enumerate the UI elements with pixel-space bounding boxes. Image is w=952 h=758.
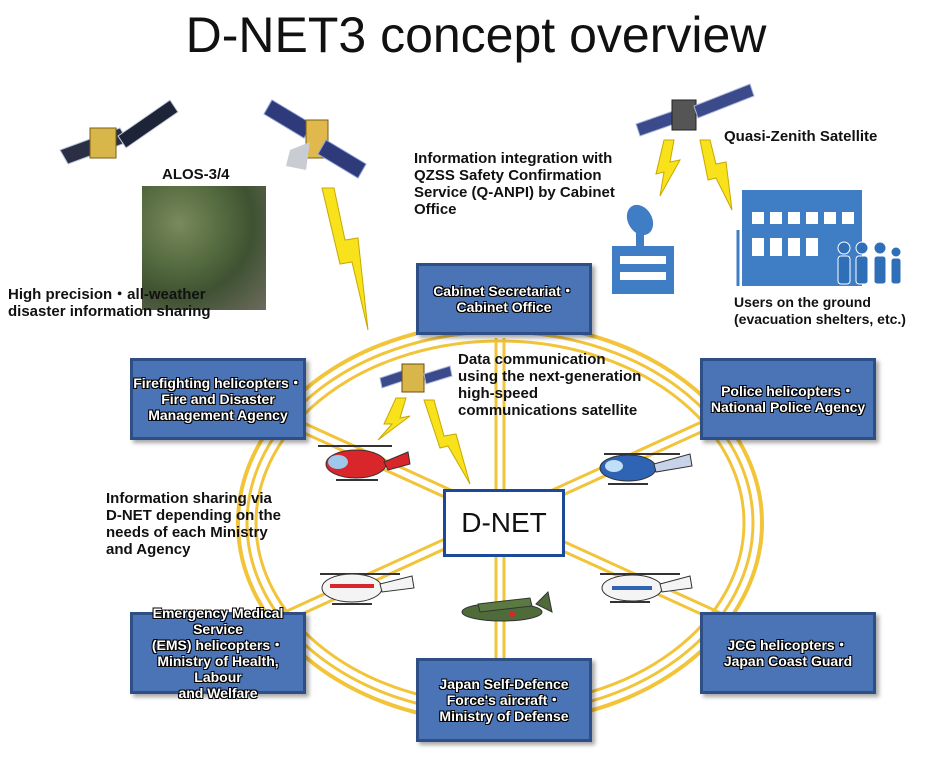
quasi-zenith-satellite-icon	[635, 83, 755, 137]
box-jcg-label: JCG helicopters・ Japan Coast Guard	[723, 637, 853, 669]
alos-label: ALOS-3/4	[162, 166, 230, 183]
ems-helicopter-icon	[320, 573, 415, 605]
firefighting-helicopter-icon	[318, 445, 411, 481]
info-sharing-label: Information sharing via D-NET depending …	[106, 490, 281, 558]
box-firefighting-label: Firefighting helicopters・ Fire and Disas…	[133, 375, 303, 423]
lightning-icon	[321, 139, 733, 485]
users-ground-label: Users on the ground (evacuation shelters…	[734, 294, 906, 327]
alos-satellite-icon	[59, 99, 179, 165]
box-cabinet-office: Cabinet Secretariat・ Cabinet Office	[416, 263, 592, 335]
comm-satellite-icon	[379, 363, 453, 393]
box-police: Police helicopters・ National Police Agen…	[700, 358, 876, 440]
box-sdf-label: Japan Self-Defence Force's aircraft・ Min…	[439, 676, 569, 724]
sdf-aircraft-icon	[461, 590, 553, 622]
jcg-helicopter-icon	[600, 573, 693, 603]
page-title: D-NET3 concept overview	[185, 7, 767, 63]
box-police-label: Police helicopters・ National Police Agen…	[710, 383, 866, 415]
ground-station-icon	[612, 204, 674, 294]
data-communication-label: Data communication using the next-genera…	[458, 351, 642, 419]
box-jcg: JCG helicopters・ Japan Coast Guard	[700, 612, 876, 694]
high-precision-label: High precision・all-weather disaster info…	[8, 286, 211, 320]
qzss-integration-label: Information integration with QZSS Safety…	[414, 150, 615, 218]
alos-34-satellite-icon	[263, 99, 367, 179]
dnet-hub-label: D-NET	[461, 507, 547, 538]
quasi-zenith-label: Quasi-Zenith Satellite	[724, 128, 878, 145]
aerial-photo-image	[142, 186, 266, 310]
box-sdf: Japan Self-Defence Force's aircraft・ Min…	[416, 658, 592, 742]
box-ems: Emergency Medical Service (EMS) helicopt…	[130, 605, 306, 701]
box-firefighting: Firefighting helicopters・ Fire and Disas…	[130, 358, 306, 440]
police-helicopter-icon	[599, 453, 693, 485]
box-cabinet-office-label: Cabinet Secretariat・ Cabinet Office	[433, 283, 575, 315]
evacuation-shelter-icon	[736, 190, 902, 286]
dnet-hub: D-NET	[443, 489, 565, 557]
box-ems-label: Emergency Medical Service (EMS) helicopt…	[151, 605, 285, 701]
